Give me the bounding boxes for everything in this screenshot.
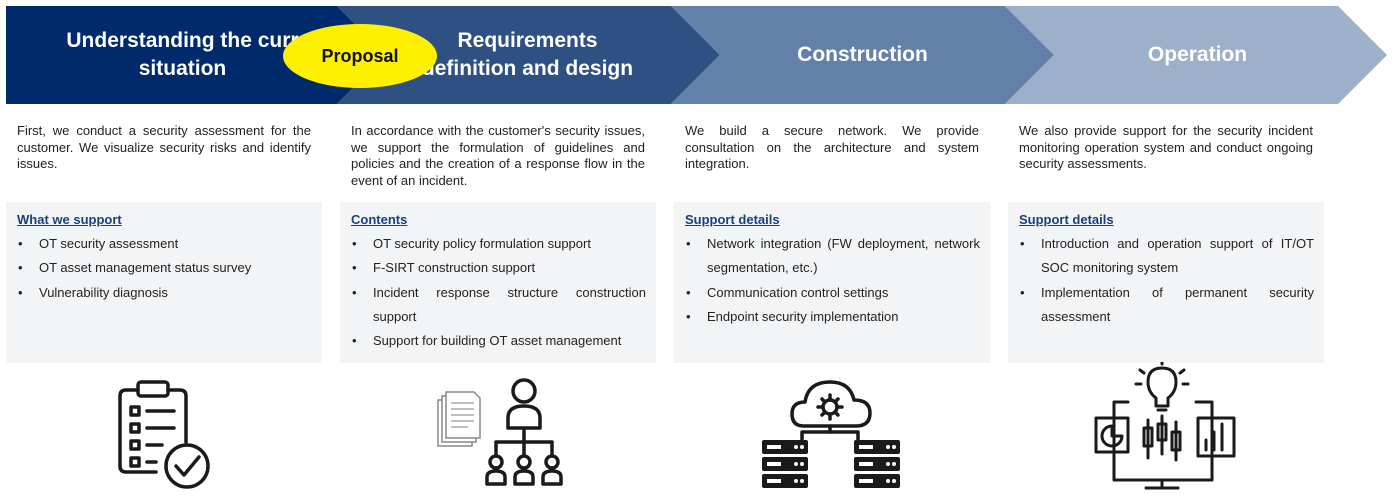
phase-arrow-4 xyxy=(1005,6,1387,104)
phase-2-support-box: Contents OT security policy formulation … xyxy=(340,202,656,363)
phase-4-intro: We also provide support for the security… xyxy=(1019,123,1313,171)
phase-1-support-box: What we support OT security assessment O… xyxy=(6,202,322,363)
box-heading: What we support xyxy=(17,212,122,227)
proposal-badge: Proposal xyxy=(283,24,437,88)
checklist-clipboard-icon xyxy=(118,380,210,489)
list-item: OT security policy formulation support xyxy=(351,232,646,257)
list-item: Vulnerability diagnosis xyxy=(17,281,312,306)
list-item: F-SIRT construction support xyxy=(351,256,646,281)
phase-3-support-box: Support details Network integration (FW … xyxy=(674,202,990,363)
list-item: Implementation of permanent security ass… xyxy=(1019,281,1314,330)
phase-2-title: Requirements definition and design xyxy=(421,29,634,80)
phase-4-title: Operation xyxy=(1147,43,1248,66)
box-heading: Support details xyxy=(1019,212,1114,227)
list-item: Support for building OT asset management xyxy=(351,329,646,354)
phase-arrow-3 xyxy=(671,6,1054,104)
phase-2-intro: In accordance with the customer's securi… xyxy=(351,123,645,188)
support-list: OT security policy formulation support F… xyxy=(351,232,646,354)
monitor-analytics-lightbulb-icon xyxy=(1094,362,1236,490)
phase-4-support-box: Support details Introduction and operati… xyxy=(1008,202,1324,363)
phase-arrow-2 xyxy=(337,6,720,104)
list-item: Communication control settings xyxy=(685,281,980,306)
cloud-server-network-icon xyxy=(762,380,900,488)
phase-1-intro: First, we conduct a security assessment … xyxy=(17,123,311,171)
phase-3-title: Construction xyxy=(797,43,928,66)
list-item: OT asset management status survey xyxy=(17,256,312,281)
support-list: Network integration (FW deployment, netw… xyxy=(685,232,980,329)
list-item: OT security assessment xyxy=(17,232,312,257)
support-list: OT security assessment OT asset manageme… xyxy=(17,232,312,305)
list-item: Incident response structure construction… xyxy=(351,281,646,330)
box-heading: Contents xyxy=(351,212,408,227)
phase-arrow-1 xyxy=(6,6,386,104)
document-org-chart-icon xyxy=(437,378,563,486)
list-item: Introduction and operation support of IT… xyxy=(1019,232,1314,281)
support-list: Introduction and operation support of IT… xyxy=(1019,232,1314,329)
list-item: Network integration (FW deployment, netw… xyxy=(685,232,980,281)
phase-3-intro: We build a secure network. We provide co… xyxy=(685,123,979,171)
phase-1-title: Understanding the curr situation xyxy=(66,29,299,80)
phase-arrows xyxy=(6,6,1387,104)
list-item: Endpoint security implementation xyxy=(685,305,980,330)
box-heading: Support details xyxy=(685,212,780,227)
